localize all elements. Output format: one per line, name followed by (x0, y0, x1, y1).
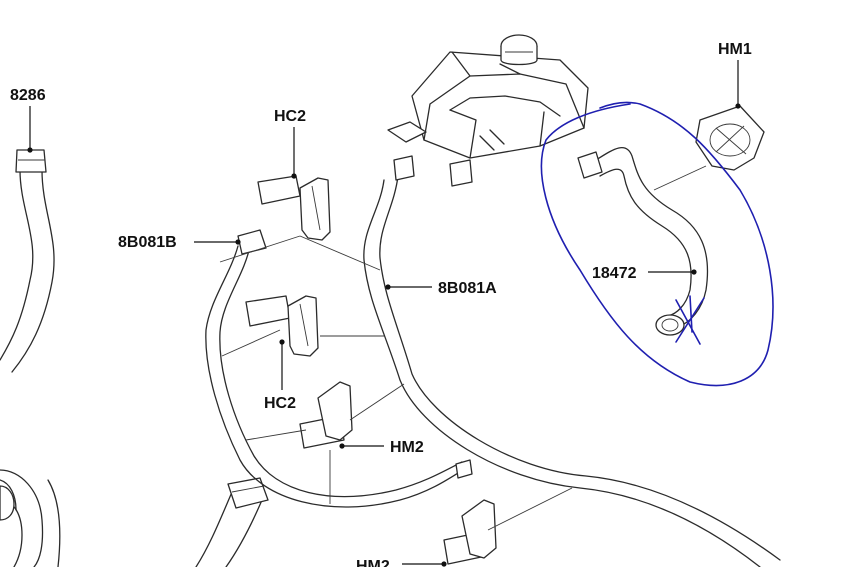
hose-mount-hm2-bottom (443, 499, 497, 565)
lower-center-hose (195, 477, 269, 567)
callout-hm1-label: HM1 (718, 41, 752, 58)
lower-left-hose-bundle (0, 469, 61, 567)
callout-hm2-bottom-label: HM2 (356, 558, 390, 567)
callout-hc2-mid-label: HC2 (264, 395, 296, 412)
callout-8b081a-label: 8B081A (438, 280, 497, 297)
hose-mount-hm1 (695, 105, 765, 171)
hose-mount-hm2-mid (299, 381, 353, 449)
hose-18472 (577, 146, 709, 336)
callout-8286-label: 8286 (10, 87, 46, 104)
hose-8b081b (205, 229, 473, 508)
callout-8b081a: 8B081A (385, 280, 497, 297)
hose-8b081a (363, 155, 781, 567)
callout-hc2-mid: HC2 (264, 339, 296, 412)
hose-clamp-hc2-mid (245, 295, 319, 357)
callout-hm2-mid: HM2 (339, 439, 424, 456)
hose-clamp-hc2-top (257, 175, 331, 241)
circled-part-mark (540, 101, 774, 387)
callout-hc2-top: HC2 (274, 108, 306, 179)
hose-8286 (0, 149, 55, 373)
callout-hc2-top-label: HC2 (274, 108, 306, 125)
assembly-lines (219, 165, 707, 531)
callout-8b081b-label: 8B081B (118, 234, 177, 251)
callout-18472-label: 18472 (592, 265, 637, 282)
callout-8286: 8286 (10, 87, 46, 153)
callout-hm2-mid-label: HM2 (390, 439, 424, 456)
coolant-reservoir (387, 34, 589, 187)
callout-18472: 18472 (592, 265, 697, 282)
hand-drawn-annotation (540, 101, 774, 387)
callout-8b081b: 8B081B (118, 234, 241, 251)
callout-hm1: HM1 (718, 41, 752, 109)
callout-hm2-bottom: HM2 (356, 558, 447, 567)
